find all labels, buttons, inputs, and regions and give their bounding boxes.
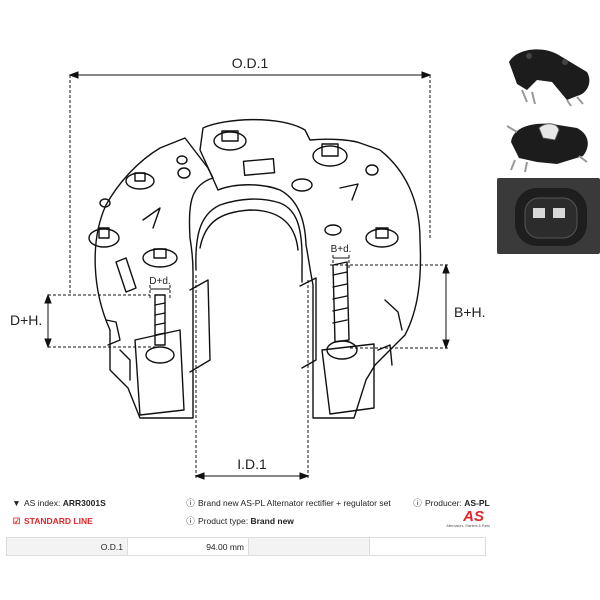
spec-label: O.D.1 bbox=[6, 537, 128, 556]
product-thumbnail-middle[interactable] bbox=[497, 112, 600, 174]
standard-line: ☑STANDARD LINE bbox=[12, 516, 93, 527]
left-screw bbox=[154, 294, 166, 346]
info-icon: ⓘ bbox=[186, 516, 195, 526]
producer-value: AS-PL bbox=[464, 498, 490, 508]
standard-line-label: STANDARD LINE bbox=[24, 516, 93, 526]
logo-text: AS bbox=[463, 508, 484, 525]
table-row: O.D.1 94.00 mm bbox=[6, 537, 486, 556]
dim-bh-label: B+H. bbox=[454, 304, 486, 320]
as-index: ▼AS index: ARR3001S bbox=[12, 498, 106, 509]
product-type-label: Product type: bbox=[198, 516, 249, 526]
spec-extra-1 bbox=[248, 537, 370, 556]
spec-extra-2 bbox=[369, 537, 486, 556]
description-text: Brand new AS-PL Alternator rectifier + r… bbox=[198, 498, 391, 508]
dim-id-label: I.D.1 bbox=[237, 456, 267, 472]
inner-channel bbox=[195, 198, 303, 283]
as-index-label: AS index: bbox=[24, 498, 61, 508]
dim-dh-label: D+H. bbox=[10, 312, 42, 328]
terminal-left-top bbox=[213, 131, 247, 151]
product-type-value: Brand new bbox=[250, 516, 294, 526]
tag-icon: ▼ bbox=[12, 498, 21, 508]
logo-tagline: Alternators, Starters & Parts bbox=[446, 524, 490, 528]
right-screw bbox=[332, 261, 350, 343]
product-thumbnail-top[interactable] bbox=[497, 42, 600, 107]
as-index-value: ARR3001S bbox=[62, 498, 106, 508]
dim-dd-label: D+d. bbox=[149, 276, 170, 287]
dim-od-label: O.D.1 bbox=[232, 55, 269, 71]
spec-table: O.D.1 94.00 mm bbox=[6, 537, 486, 556]
info-icon: ⓘ bbox=[413, 498, 422, 508]
dim-bd-label: B+d. bbox=[331, 244, 352, 255]
producer-label: Producer: bbox=[425, 498, 462, 508]
spec-value: 94.00 mm bbox=[127, 537, 249, 556]
as-logo: AS Alternators, Starters & Parts bbox=[440, 509, 490, 528]
info-icon: ⓘ bbox=[186, 498, 195, 508]
product-thumbnail-bottom[interactable] bbox=[497, 178, 600, 254]
check-icon: ☑ bbox=[12, 516, 21, 526]
